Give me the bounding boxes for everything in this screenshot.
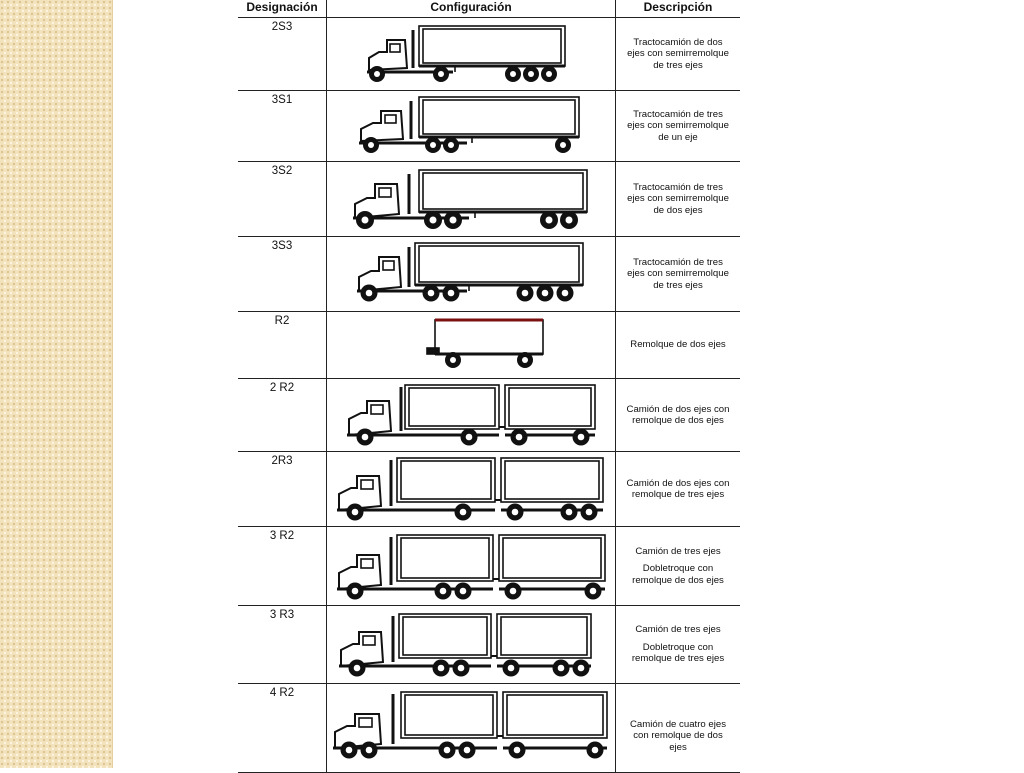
- designation-cell: 3 R3: [238, 605, 327, 684]
- description-cell: Remolque de dos ejes: [615, 311, 740, 379]
- tractor-semitrailer-3s1-icon: [359, 96, 580, 153]
- tractor-semitrailer-3s2-icon: [353, 169, 588, 229]
- tractor-semitrailer-2s3-icon: [367, 25, 566, 82]
- table-row: 3 R3: [238, 605, 740, 684]
- table-header-row: Designación Configuración Descripción: [238, 0, 740, 18]
- configuration-cell: [326, 161, 616, 237]
- description-line: de un eje: [658, 131, 698, 143]
- description-line: remolque de tres ejes: [631, 653, 725, 665]
- table-row: 2 R2: [238, 378, 740, 452]
- description-line: ejes: [669, 741, 687, 753]
- description-cell: Tractocamión de tres ejes con semirremol…: [615, 161, 740, 237]
- description-cell: Camión de tres ejes Dobletroque con remo…: [615, 526, 740, 606]
- configuration-cell: [326, 236, 616, 312]
- header-descripcion: Descripción: [615, 0, 740, 18]
- description-cell: Tractocamión de tres ejes con semirremol…: [615, 90, 740, 162]
- description-cell: Camión de tres ejes Dobletroque con remo…: [615, 605, 740, 684]
- description-line: Camión de cuatro ejes: [630, 718, 726, 730]
- description-line: de tres ejes: [653, 59, 703, 71]
- truck-trailer-2r2-icon: [347, 384, 596, 446]
- description-line: Camión de tres ejes: [635, 545, 721, 557]
- header-designacion: Designación: [238, 0, 327, 18]
- configuration-cell: [326, 683, 616, 773]
- table-row: 4 R2: [238, 683, 740, 773]
- description-line: de tres ejes: [653, 279, 703, 291]
- truck-trailer-3r2-icon: [337, 534, 606, 600]
- description-line: con remolque de dos: [633, 730, 723, 742]
- description-line: Camión de dos ejes con: [626, 403, 730, 415]
- truck-trailer-3r3-icon: [339, 613, 592, 677]
- description-cell: Camión de cuatro ejes con remolque de do…: [615, 683, 740, 773]
- header-configuracion: Configuración: [326, 0, 616, 18]
- configuration-cell: [326, 451, 616, 527]
- designation-cell: 2S3: [238, 17, 327, 91]
- designation-cell: 3S3: [238, 236, 327, 312]
- designation-cell: 3S2: [238, 161, 327, 237]
- trailer-r2-icon: [426, 318, 544, 368]
- table-row: 3 R2: [238, 526, 740, 606]
- designation-cell: R2: [238, 311, 327, 379]
- designation-cell: 3 R2: [238, 526, 327, 606]
- configuration-cell: [326, 526, 616, 606]
- configuration-cell: [326, 311, 616, 379]
- configuration-cell: [326, 90, 616, 162]
- description-line: de dos ejes: [653, 204, 703, 216]
- description-line: ejes con semirremolque: [627, 120, 729, 132]
- description-line: remolque de tres ejes: [631, 489, 725, 500]
- vehicle-classification-table: Designación Configuración Descripción 2S…: [238, 0, 740, 773]
- designation-cell: 3S1: [238, 90, 327, 162]
- table-row: 2R3: [238, 451, 740, 527]
- description-line: Tractocamión de dos: [633, 36, 723, 48]
- description-line: remolque de dos ejes: [632, 574, 724, 586]
- table-row: 3S2: [238, 161, 740, 237]
- description-line: Camión de dos ejes con: [626, 477, 730, 489]
- table-row: 2S3: [238, 17, 740, 91]
- designation-cell: 2 R2: [238, 378, 327, 452]
- configuration-cell: [326, 378, 616, 452]
- designation-cell: 4 R2: [238, 683, 327, 773]
- description-cell: Tractocamión de tres ejes con semirremol…: [615, 236, 740, 312]
- description-cell: Camión de dos ejes con remolque de dos e…: [615, 378, 740, 452]
- decorative-side-strip: [0, 0, 113, 768]
- description-line: ejes con semirremolque: [627, 48, 729, 60]
- configuration-cell: [326, 605, 616, 684]
- description-line: Tractocamión de tres: [633, 256, 723, 268]
- description-cell: Camión de dos ejes con remolque de tres …: [615, 451, 740, 527]
- description-cell: Tractocamión de dos ejes con semirremolq…: [615, 17, 740, 91]
- description-line: Tractocamión de tres: [633, 181, 723, 193]
- configuration-cell: [326, 17, 616, 91]
- truck-trailer-2r3-icon: [337, 457, 604, 521]
- description-line: ejes con semirremolque: [627, 193, 729, 205]
- description-line: Remolque de dos ejes: [630, 339, 726, 351]
- description-line: ejes con semirremolque: [627, 268, 729, 280]
- designation-cell: 2R3: [238, 451, 327, 527]
- table-row: R2 Remolq: [238, 311, 740, 379]
- table-row: 3S3: [238, 236, 740, 312]
- description-line: remolque de dos ejes: [632, 415, 724, 426]
- truck-trailer-4r2-icon: [333, 691, 608, 759]
- description-line: Tractocamión de tres: [633, 108, 723, 120]
- description-line: Camión de tres ejes: [635, 624, 721, 636]
- description-line: Dobletroque con: [642, 641, 714, 653]
- tractor-semitrailer-3s3-icon: [357, 242, 584, 302]
- table-row: 3S1: [238, 90, 740, 162]
- description-line: Dobletroque con: [642, 563, 714, 575]
